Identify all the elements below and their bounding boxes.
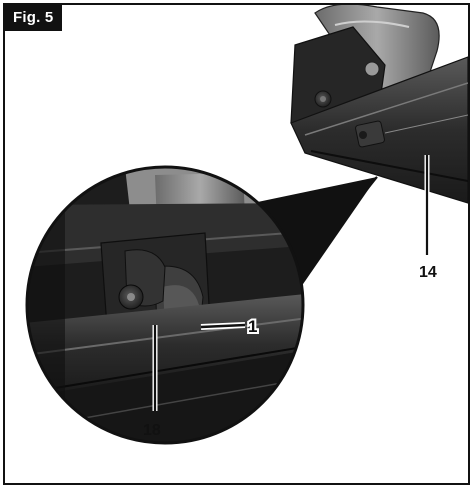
callout-1-label-halo: 1 [248,317,257,336]
detail-magnifier [25,165,305,445]
tool-illustration: 14 1 1 18 [25,5,468,445]
callout-18: 18 [143,325,161,439]
callout-1-label: 1 [248,317,257,336]
tool-body-upper [274,5,468,306]
figure-panel: Fig. 5 [3,3,470,485]
callout-18-label: 18 [143,422,161,439]
callout-14-label: 14 [419,264,437,281]
figure-label: Fig. 5 [5,5,63,31]
magnifier-pointer [253,177,377,287]
callout-1: 1 1 [200,315,259,338]
callout-14: 14 [419,155,437,281]
